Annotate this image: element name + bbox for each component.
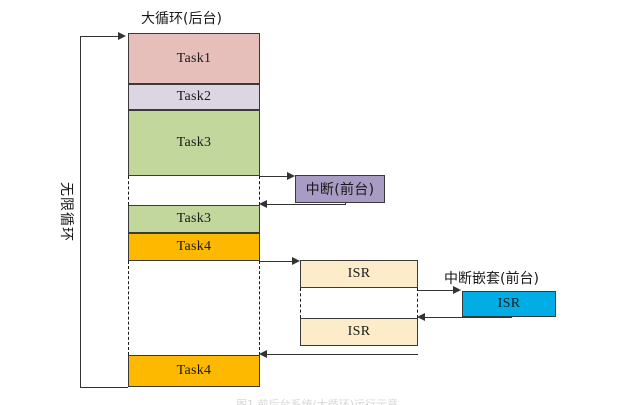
- interrupt-enter-line: [260, 176, 293, 177]
- nested-return-line: [424, 317, 512, 318]
- interrupt-return-stub: [345, 203, 346, 204]
- interrupt-enter-arrowhead: [287, 171, 295, 180]
- task3-resume-block: Task3: [128, 205, 260, 233]
- task3-block: Task3: [128, 110, 260, 176]
- task4-block: Task4: [128, 233, 260, 261]
- figure-caption: 图1 前后台系统(大循环)运行示意: [236, 398, 399, 405]
- isr1-enter-line: [260, 261, 298, 262]
- nested-return-arrowhead: [417, 312, 425, 321]
- background-gap2-right-dashed: [259, 261, 260, 355]
- task2-block: Task2: [128, 84, 260, 110]
- isr-block-1: ISR: [300, 260, 418, 288]
- isr2-return-line: [266, 354, 418, 355]
- background-gap1-right-dashed: [259, 176, 260, 205]
- foreground-gap-left-dashed: [300, 288, 301, 318]
- nested-isr-block: ISR: [462, 291, 556, 317]
- task1-block: Task1: [128, 33, 260, 84]
- interrupt-return-line: [266, 204, 346, 205]
- loop-top-connector: [80, 36, 120, 37]
- infinite-loop-label: 无限循环: [58, 182, 74, 242]
- isr-block-2: ISR: [300, 318, 418, 346]
- nested-return-stub: [511, 317, 512, 318]
- background-loop-title: 大循环(后台): [141, 11, 222, 27]
- background-gap2-left-dashed: [128, 261, 129, 355]
- isr2-return-arrowhead: [259, 349, 267, 358]
- foreground-gap-right-dashed: [417, 288, 418, 318]
- nested-enter-line: [418, 290, 456, 291]
- nested-interrupt-title: 中断嵌套(前台): [444, 271, 539, 287]
- loop-left-spine: [80, 36, 81, 387]
- nested-enter-arrowhead: [453, 285, 461, 294]
- task4-resume-block: Task4: [128, 355, 260, 387]
- loop-bottom-connector: [80, 387, 128, 388]
- interrupt-block: 中断(前台): [295, 175, 385, 203]
- background-gap1-left-dashed: [128, 176, 129, 205]
- isr1-enter-arrowhead: [292, 256, 300, 265]
- interrupt-return-arrowhead: [259, 199, 267, 208]
- loop-top-arrowhead: [118, 31, 126, 40]
